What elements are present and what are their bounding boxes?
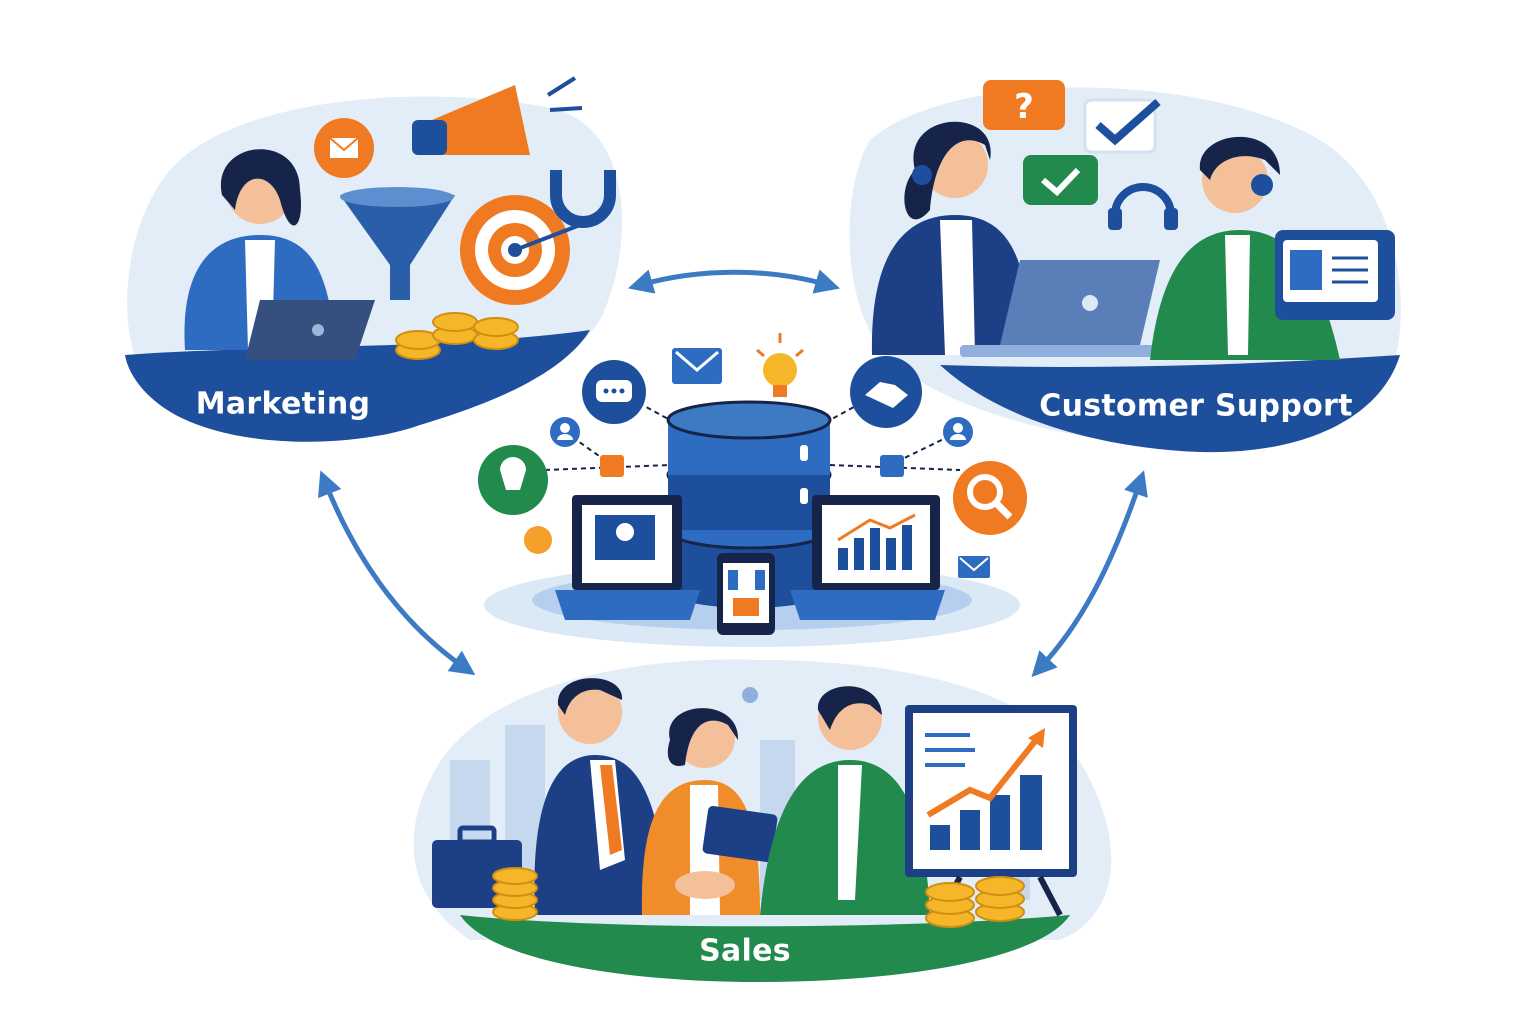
- magnet-icon: [550, 170, 616, 228]
- arrow-marketing-support: [627, 269, 840, 294]
- sales-scene: [413, 659, 1112, 982]
- handshake: [675, 871, 735, 899]
- arrow-marketing-sales: [318, 470, 476, 676]
- coins-icon: [395, 312, 519, 360]
- question-bubble-icon: [983, 80, 1065, 130]
- marketing-label: Marketing: [195, 386, 371, 422]
- laptop: [1000, 260, 1160, 345]
- funnel-icon: [340, 195, 455, 300]
- search-icon: [953, 461, 1027, 535]
- sales-label: Sales: [699, 933, 791, 969]
- headphones-icon: [1111, 183, 1175, 216]
- flow-arrows: [318, 269, 1148, 678]
- megaphone-icon: [420, 85, 530, 155]
- chat-check-icon: [1023, 155, 1098, 205]
- dollar-badge-icon: [524, 526, 552, 554]
- laptop: [245, 300, 375, 360]
- lightbulb-icon: [763, 353, 797, 387]
- svg-text:?: ?: [1014, 87, 1034, 127]
- tablet-icon: [702, 806, 778, 862]
- support-scene: ?: [849, 80, 1401, 453]
- checkmark-card-icon: [1083, 98, 1157, 154]
- sales-banner: [460, 915, 1070, 982]
- email-icon: [958, 556, 990, 578]
- support-banner: [940, 355, 1400, 453]
- marketing-banner: [125, 330, 590, 442]
- arrow-support-sales: [1031, 470, 1148, 678]
- coins-icon: [492, 867, 1025, 928]
- email-icon: [672, 348, 722, 384]
- customer-support-label: Customer Support: [1039, 388, 1353, 424]
- crm-database-hub: [478, 333, 1027, 703]
- headset-icon: [912, 165, 932, 185]
- marketing-scene: [125, 76, 623, 442]
